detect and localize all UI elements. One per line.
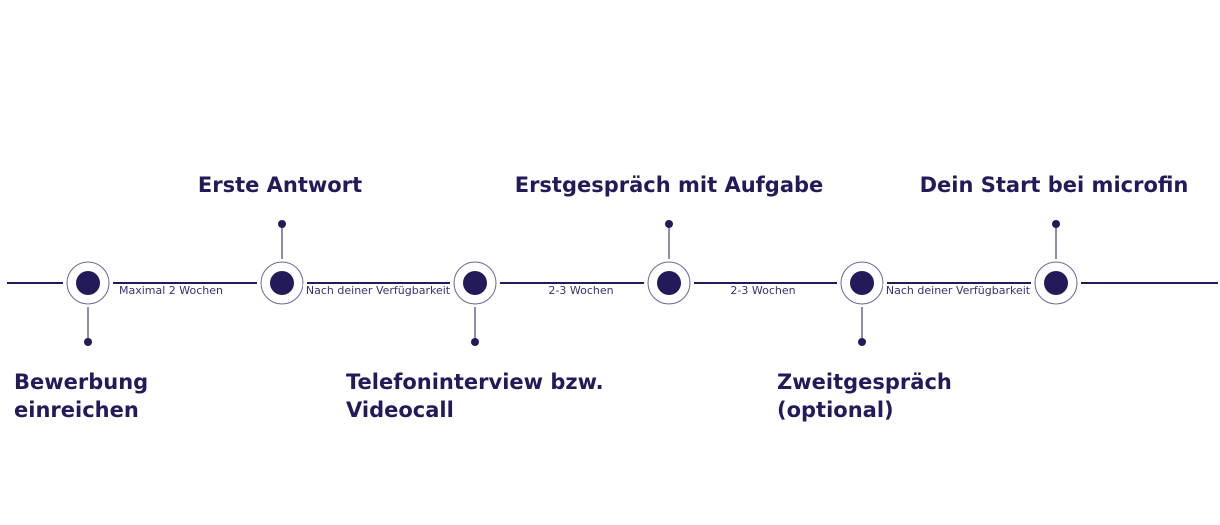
duration-label: 2-3 Wochen (727, 284, 799, 298)
step-label-line: Bewerbung (14, 370, 149, 394)
step-label-line: (optional) (777, 398, 894, 422)
step-label: Erstgespräch mit Aufgabe (515, 171, 824, 199)
duration-label: Nach deiner Verfügbarkeit (882, 284, 1034, 298)
step-stem-dot (471, 338, 479, 346)
step-label: Zweitgespräch (optional) (777, 368, 952, 424)
step-node-dot (463, 271, 487, 295)
step-label: Telefoninterview bzw. Videocall (346, 368, 604, 424)
step-label: Dein Start bei microfin (920, 171, 1189, 199)
step-label-line: Dein Start bei microfin (919, 173, 1189, 197)
step-stem-dot (1052, 220, 1060, 228)
step-node-dot (1044, 271, 1068, 295)
step-stem-dot (858, 338, 866, 346)
step-node-dot (76, 271, 100, 295)
step-label-line: Erste Antwort (197, 173, 363, 197)
duration-label: Nach deiner Verfügbarkeit (302, 284, 454, 298)
step-node-dot (657, 271, 681, 295)
duration-label: 2-3 Wochen (545, 284, 617, 298)
step-label-line: einreichen (14, 398, 139, 422)
duration-label: Maximal 2 Wochen (115, 284, 227, 298)
step-label-line: Videocall (346, 398, 454, 422)
step-stem-dot (84, 338, 92, 346)
step-node-dot (270, 271, 294, 295)
step-label-line: Zweitgespräch (777, 370, 952, 394)
step-node-dot (850, 271, 874, 295)
step-stem-dot (665, 220, 673, 228)
step-stem-dot (278, 220, 286, 228)
step-label-line: Erstgespräch mit Aufgabe (514, 173, 824, 197)
step-label: Erste Antwort (198, 171, 362, 199)
step-label: Bewerbung einreichen (14, 368, 148, 424)
step-label-line: Telefoninterview bzw. (346, 370, 604, 394)
